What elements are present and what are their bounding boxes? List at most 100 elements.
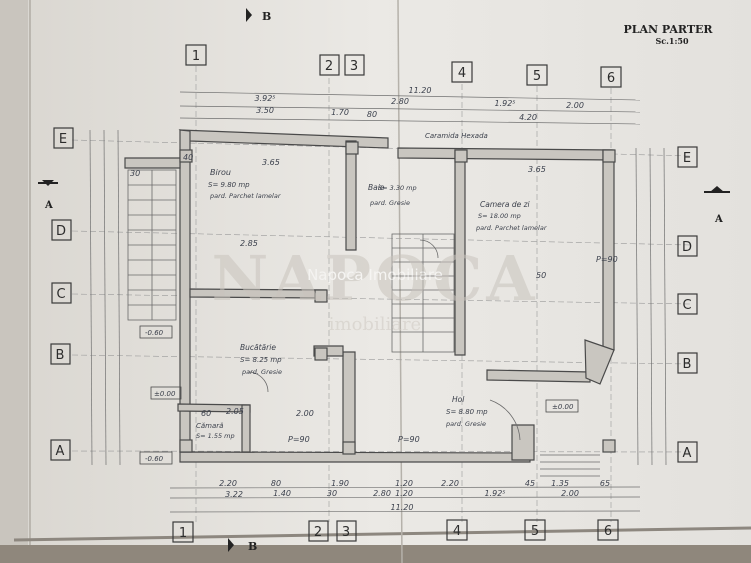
svg-text:S= 3.30 mp: S= 3.30 mp: [378, 184, 417, 192]
door-swings: [247, 239, 521, 441]
svg-text:A: A: [683, 446, 692, 461]
svg-text:1.20: 1.20: [395, 489, 413, 498]
axis-row-a-right: A: [677, 441, 698, 463]
svg-text:±0.00: ±0.00: [154, 390, 176, 398]
svg-text:4: 4: [458, 66, 466, 81]
axis-col-5-top: 5: [526, 64, 548, 86]
dimension-chain-bottom: 2.20 80 1.90 1.20 2.20 45 1.35 65 3.22 1…: [169, 479, 641, 513]
svg-text:2.05: 2.05: [226, 407, 244, 416]
axis-col-3-top: 3: [344, 54, 365, 76]
room-bucatarie: Bucătărie S= 8.25 mp pard. Gresie: [240, 343, 282, 376]
svg-text:65: 65: [600, 479, 610, 488]
axis-col-2-bottom: 2: [308, 520, 329, 542]
svg-text:1.70: 1.70: [331, 108, 349, 117]
axis-row-d-right: D: [677, 235, 698, 257]
svg-text:Camera de zi: Camera de zi: [480, 200, 531, 209]
section-mark-left: A: [38, 180, 58, 211]
svg-text:C: C: [682, 298, 691, 313]
plan-title: PLAN PARTER: [623, 23, 713, 36]
svg-text:A: A: [44, 200, 53, 211]
room-baie: Baie S= 3.30 mp pard. Gresie: [368, 183, 417, 207]
svg-text:5: 5: [533, 69, 541, 84]
axis-col-6-top: 6: [600, 66, 622, 88]
svg-text:11.20: 11.20: [409, 86, 432, 95]
level-marks: ±0.00 -0.60 -0.60 ±0.00: [139, 325, 579, 465]
svg-text:P=90: P=90: [596, 255, 618, 264]
svg-text:-0.60: -0.60: [145, 455, 164, 463]
svg-text:40: 40: [183, 153, 193, 162]
svg-text:2: 2: [325, 59, 333, 74]
svg-text:-0.60: -0.60: [145, 329, 164, 337]
svg-text:pard. Gresie: pard. Gresie: [369, 199, 410, 207]
svg-text:D: D: [56, 224, 66, 239]
svg-text:pard. Gresie: pard. Gresie: [241, 368, 282, 376]
svg-text:3.65: 3.65: [528, 165, 546, 174]
axis-row-b-right: B: [677, 352, 698, 374]
svg-text:A: A: [714, 214, 723, 225]
svg-text:30: 30: [130, 169, 140, 178]
svg-text:4.20: 4.20: [519, 113, 537, 122]
svg-text:S= 9.80 mp: S= 9.80 mp: [208, 181, 250, 189]
svg-text:E: E: [59, 132, 67, 147]
svg-text:S= 18.00 mp: S= 18.00 mp: [478, 212, 521, 220]
room-camara: Cămară S= 1.55 mp: [196, 422, 235, 440]
svg-text:50: 50: [536, 271, 546, 280]
room-camera-de-zi: Camera de zi S= 18.00 mp pard. Parchet l…: [475, 200, 548, 232]
watermark: NAPOCA Napoca Imobiliare imobiliare: [212, 242, 539, 335]
svg-text:2.00: 2.00: [561, 489, 579, 498]
svg-text:2.00: 2.00: [296, 409, 314, 418]
svg-text:Napoca Imobiliare: Napoca Imobiliare: [307, 266, 443, 284]
svg-text:45: 45: [525, 479, 535, 488]
axis-col-6-bottom: 6: [597, 519, 619, 541]
svg-text:3: 3: [350, 59, 358, 74]
svg-text:1.92⁵: 1.92⁵: [484, 489, 505, 498]
stair-entry: [540, 454, 600, 477]
axis-col-1-top: 1: [185, 44, 207, 66]
svg-text:60: 60: [201, 409, 211, 418]
axis-row-e-left: E: [53, 127, 74, 149]
svg-text:1.40: 1.40: [273, 489, 291, 498]
svg-text:pard. Parchet lamelar: pard. Parchet lamelar: [475, 224, 548, 232]
svg-text:Baie: Baie: [368, 183, 385, 192]
plan-scale: Sc.1:50: [655, 36, 689, 46]
section-mark-bottom: B: [228, 538, 257, 553]
svg-text:3.92⁵: 3.92⁵: [254, 94, 275, 103]
roof-note: Caramida Hexada: [425, 132, 488, 140]
svg-text:B: B: [248, 540, 257, 553]
axis-row-d-left: D: [51, 219, 72, 241]
axis-col-1-bottom: 1: [172, 521, 194, 543]
svg-text:3.65: 3.65: [262, 158, 280, 167]
svg-text:30: 30: [327, 489, 337, 498]
svg-text:1.92⁵: 1.92⁵: [494, 99, 515, 108]
svg-text:2.80: 2.80: [373, 489, 391, 498]
svg-text:80: 80: [271, 479, 281, 488]
svg-text:S= 8.25 mp: S= 8.25 mp: [240, 356, 282, 364]
svg-text:A: A: [56, 444, 65, 459]
svg-text:B: B: [683, 357, 692, 372]
svg-text:6: 6: [604, 524, 612, 539]
svg-text:pard. Gresie: pard. Gresie: [445, 420, 486, 428]
room-birou: Birou S= 9.80 mp pard. Parchet lamelar: [208, 168, 282, 200]
axis-col-5-bottom: 5: [524, 519, 546, 541]
axis-col-3-bottom: 3: [336, 520, 357, 542]
svg-text:3: 3: [342, 525, 350, 540]
svg-text:C: C: [56, 287, 65, 302]
axis-row-a-left: A: [50, 439, 71, 461]
svg-text:1.90: 1.90: [331, 479, 349, 488]
svg-text:D: D: [682, 240, 692, 255]
stair-left: [127, 169, 177, 321]
svg-text:B: B: [262, 10, 271, 23]
svg-text:80: 80: [367, 110, 377, 119]
svg-text:6: 6: [607, 71, 615, 86]
svg-text:S= 8.80 mp: S= 8.80 mp: [446, 408, 488, 416]
room-hol: Hol S= 8.80 mp pard. Gresie: [445, 395, 488, 428]
svg-text:Cămară: Cămară: [196, 422, 223, 430]
svg-text:2.20: 2.20: [219, 479, 237, 488]
axis-col-4-bottom: 4: [446, 519, 468, 541]
svg-text:Birou: Birou: [210, 168, 231, 177]
svg-text:1: 1: [192, 49, 200, 64]
svg-text:NAPOCA: NAPOCA: [212, 242, 539, 315]
dimension-chain-left: [89, 129, 121, 466]
